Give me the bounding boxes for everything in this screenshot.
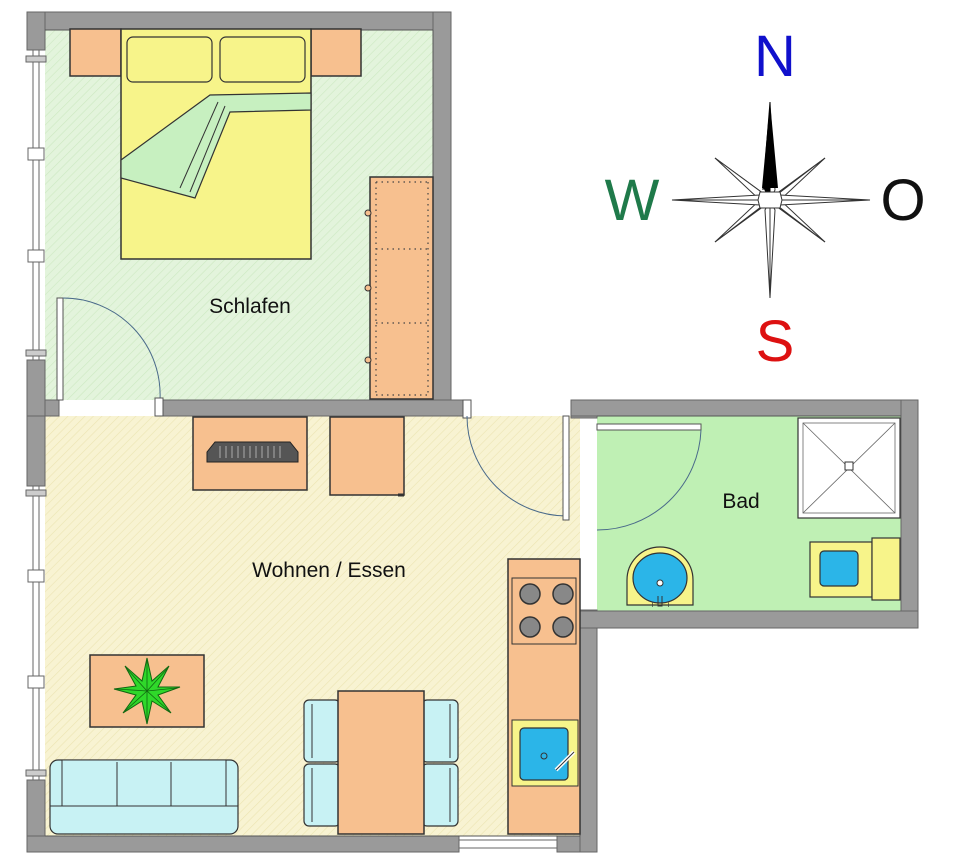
svg-text:+: + [666, 600, 671, 610]
kitchen-counter [507, 558, 581, 835]
nightstand-right [310, 28, 362, 77]
bottom-window [458, 839, 558, 849]
dining-set [303, 690, 459, 835]
living-label: Wohnen / Essen [252, 559, 406, 582]
bath-door [596, 423, 702, 531]
compass-west: W [605, 168, 660, 233]
stove-burner [552, 583, 574, 605]
stove-burner [519, 616, 541, 638]
dining-table [337, 690, 425, 835]
bed-blanket-fold [120, 92, 312, 199]
nightstand-left [69, 28, 122, 77]
compass-rose [671, 101, 871, 299]
stove-burner [519, 583, 541, 605]
bath-label: Bad [722, 490, 759, 513]
plant-icon [113, 657, 181, 725]
dining-chair [303, 699, 341, 763]
washbasin: + + [626, 546, 694, 610]
dining-chair [421, 763, 459, 827]
svg-text:+: + [650, 600, 655, 610]
coffee-table [89, 654, 205, 728]
dining-chair [303, 763, 341, 827]
compass-east: O [880, 168, 925, 233]
bedroom-label: Schlafen [209, 295, 291, 318]
stove-burner [552, 616, 574, 638]
dining-chair [421, 699, 459, 763]
cabinet [329, 416, 405, 496]
toilet [809, 537, 901, 601]
left-windows [25, 49, 47, 781]
wardrobe [364, 176, 434, 400]
compass-south: S [756, 309, 795, 374]
pillow-left [126, 36, 213, 83]
compass-north: N [754, 24, 796, 89]
living-door [462, 399, 570, 521]
shower [797, 417, 901, 519]
sofa [49, 759, 239, 835]
pillow-right [219, 36, 306, 83]
bedroom-door [56, 297, 164, 417]
tv-stand [192, 416, 308, 491]
